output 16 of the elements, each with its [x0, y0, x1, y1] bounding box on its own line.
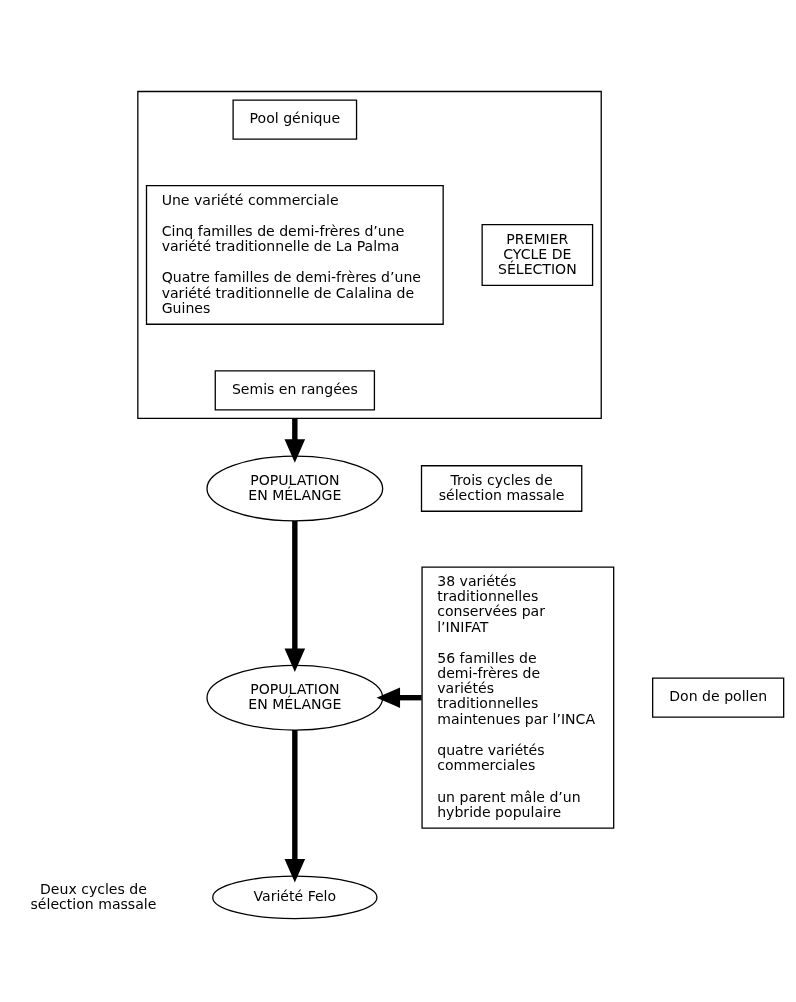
node-box: 38 variétés traditionnelles conservées par l’INIFAT 56 familles de demi-frères de variétés traditionnelles maintenues par l’INCA quatre variétés commerciales un parent mâle d’un hybride populaire: [420, 566, 614, 829]
arrow: [284, 520, 305, 672]
node-box: PREMIER CYCLE DE SÉLECTION: [481, 223, 593, 286]
arrow: [376, 686, 422, 708]
node-ellipse: POPULATION EN MÉLANGE: [205, 455, 383, 522]
node-box: Trois cycles de sélection massale: [420, 464, 582, 512]
node-box: Une variété commerciale Cinq familles de demi-frères d’une variété traditionnelle de La Palma Quatre familles de demi-frères d’une variété traditionnelle de Calalina de Guines: [145, 184, 444, 325]
arrow: [284, 729, 305, 883]
node-ellipse: POPULATION EN MÉLANGE: [205, 664, 383, 731]
node-ellipse: Variété Felo: [211, 875, 378, 919]
node-box: Pool génique: [231, 99, 357, 140]
arrow: [284, 417, 305, 463]
cluster: [136, 90, 602, 419]
node-box: Don de pollen: [651, 677, 784, 718]
node-box: Semis en rangées: [214, 369, 375, 410]
label: Deux cycles de sélection massale: [30, 880, 156, 912]
